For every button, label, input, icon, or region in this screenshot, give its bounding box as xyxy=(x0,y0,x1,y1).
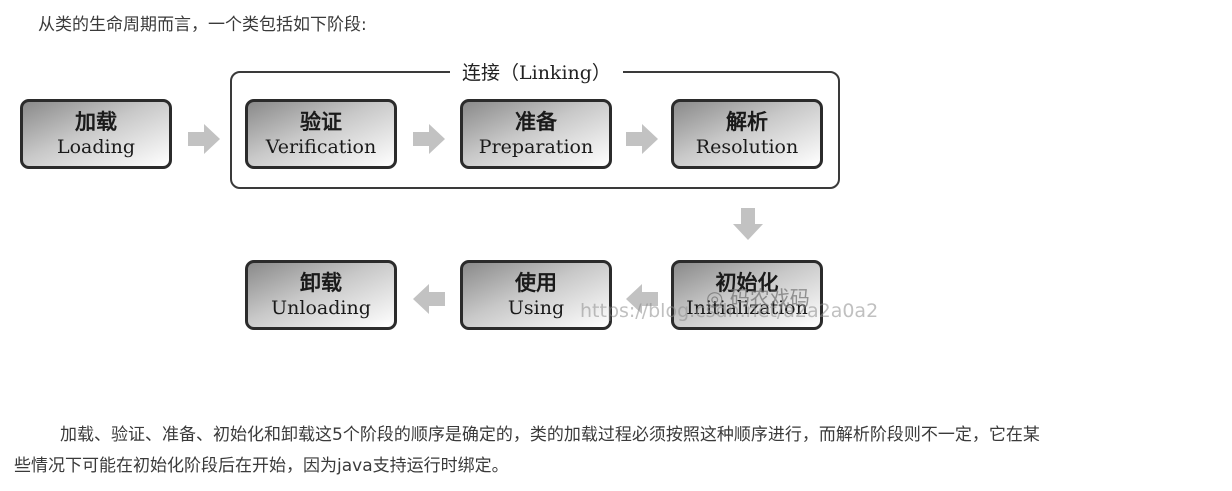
intro-text: 从类的生命周期而言，一个类包括如下阶段: xyxy=(38,15,367,35)
paragraph-line-2: 些情况下可能在初始化阶段后在开始，因为java支持运行时绑定。 xyxy=(14,456,509,476)
wechat-label: 码农戏码 xyxy=(729,286,810,310)
arrow-down-icon xyxy=(733,208,763,240)
description-paragraph: 加载、验证、准备、初始化和卸载这5个阶段的顺序是确定的，类的加载过程必须按照这种… xyxy=(14,420,1218,482)
stage-unloading-zh: 卸载 xyxy=(300,270,342,295)
stage-preparation-en: Preparation xyxy=(478,136,594,158)
stage-unloading-en: Unloading xyxy=(271,297,371,319)
class-lifecycle-diagram: 连接（Linking） 加载 Loading 验证 Verification 准… xyxy=(20,58,879,330)
stage-initialization-zh: 初始化 xyxy=(715,270,779,295)
paragraph-line-1: 加载、验证、准备、初始化和卸载这5个阶段的顺序是确定的，类的加载过程必须按照这种… xyxy=(60,425,1040,445)
arrow-right-icon xyxy=(626,124,658,154)
arrow-left-icon xyxy=(413,284,445,314)
arrow-left-icon xyxy=(626,284,658,314)
stage-using: 使用 Using xyxy=(460,260,612,330)
stage-loading-en: Loading xyxy=(56,136,136,158)
arrow-right-icon xyxy=(188,124,220,154)
linking-label: 连接（Linking） xyxy=(450,58,623,85)
wechat-watermark: ◎ 码农戏码 xyxy=(706,282,810,311)
stage-resolution-zh: 解析 xyxy=(726,109,768,134)
wechat-icon: ◎ xyxy=(706,286,724,310)
stage-verification-zh: 验证 xyxy=(300,109,342,134)
stage-loading: 加载 Loading xyxy=(20,99,172,169)
stage-initialization: 初始化 Initialization xyxy=(671,260,823,330)
stage-verification-en: Verification xyxy=(265,136,377,158)
url-watermark: https://blog.csdn.net/a2a2a0a2 xyxy=(580,300,879,322)
stage-resolution: 解析 Resolution xyxy=(671,99,823,169)
stage-preparation: 准备 Preparation xyxy=(460,99,612,169)
stage-verification: 验证 Verification xyxy=(245,99,397,169)
stage-using-zh: 使用 xyxy=(515,270,557,295)
stage-loading-zh: 加载 xyxy=(75,109,117,134)
arrow-right-icon xyxy=(413,124,445,154)
stage-resolution-en: Resolution xyxy=(695,136,799,158)
stage-preparation-zh: 准备 xyxy=(515,109,557,134)
stage-initialization-en: Initialization xyxy=(686,297,808,319)
stage-unloading: 卸载 Unloading xyxy=(245,260,397,330)
stage-using-en: Using xyxy=(507,297,565,319)
